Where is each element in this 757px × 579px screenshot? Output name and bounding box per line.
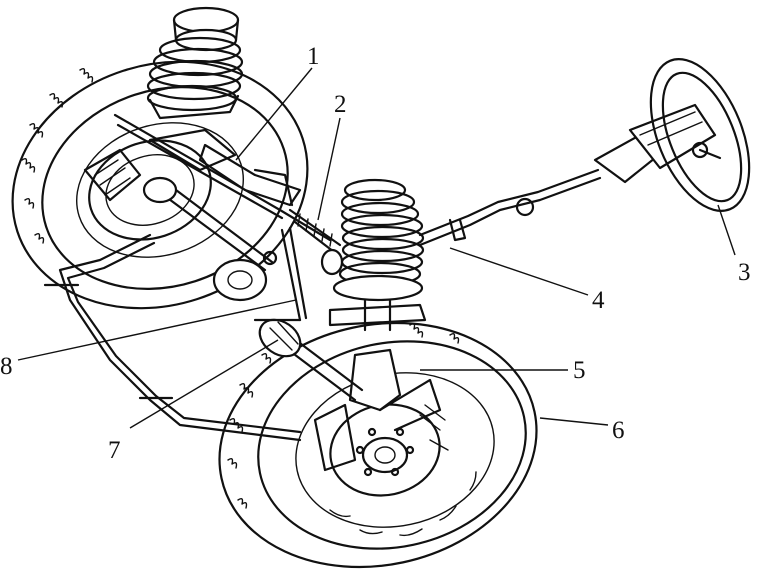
leader-2	[317, 117, 341, 221]
right-wheel	[218, 321, 538, 569]
leader-6	[539, 417, 609, 426]
right-spring-strut	[328, 178, 427, 332]
left-spring-strut	[146, 6, 244, 120]
callout-4: 4	[592, 287, 605, 314]
steering-gearbox	[593, 103, 722, 184]
brake-line	[43, 233, 302, 442]
front-drive-shaft	[253, 318, 364, 402]
leader-4	[449, 247, 589, 296]
callout-6: 6	[612, 417, 625, 444]
callout-1: 1	[307, 43, 320, 70]
callout-7: 7	[108, 437, 121, 464]
leader-7	[129, 339, 279, 429]
callout-2: 2	[334, 91, 347, 118]
leader-1	[235, 67, 313, 161]
leader-lines	[17, 67, 736, 429]
steering-column	[418, 168, 602, 247]
right-hub-brake	[329, 403, 449, 497]
callout-labels: 1 2 3 4 5 6 7 8	[0, 43, 751, 464]
leader-8	[17, 299, 297, 361]
center-link	[280, 226, 308, 322]
left-drive-shaft	[142, 176, 278, 302]
callout-8: 8	[0, 353, 13, 380]
leader-3	[717, 204, 736, 256]
callout-3: 3	[738, 259, 751, 286]
cross-linkage	[113, 113, 332, 242]
left-brake-assembly	[83, 128, 237, 241]
callout-5: 5	[573, 357, 586, 384]
steering-wheel	[649, 58, 751, 212]
steering-knuckle	[313, 348, 442, 472]
